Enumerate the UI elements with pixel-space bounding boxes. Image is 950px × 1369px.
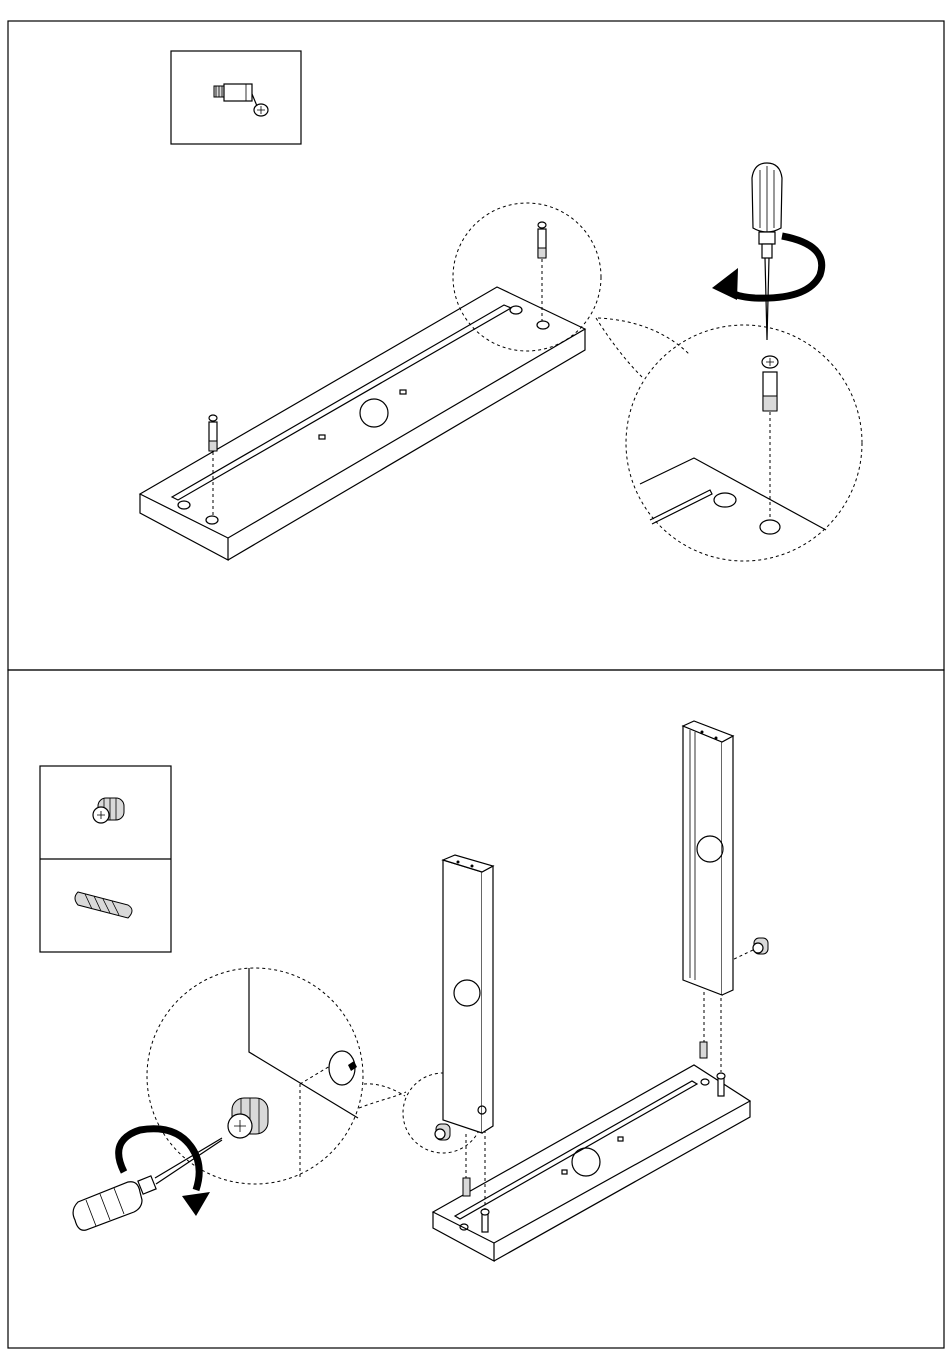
cam-lock-in-panel xyxy=(435,1124,450,1140)
parts-legend-top xyxy=(171,51,301,144)
detail-callout-cam-lock xyxy=(147,968,363,1184)
detail-callout-large xyxy=(626,325,862,561)
screwdriver-icon xyxy=(752,163,782,340)
cam-lock-icon xyxy=(93,798,124,823)
cam-bolt-right xyxy=(538,222,546,321)
cam-bolt-icon xyxy=(214,84,268,116)
dowel-left xyxy=(463,1134,470,1196)
dowel-right xyxy=(700,992,707,1058)
cam-lock-right xyxy=(732,938,768,960)
base-board xyxy=(140,287,585,560)
wooden-dowel-icon xyxy=(75,892,132,918)
upright-panel-left xyxy=(443,855,493,1133)
cam-bolt-left-bottom xyxy=(481,1118,489,1232)
parts-legend-bottom xyxy=(40,766,171,952)
cam-bolt-right-bottom xyxy=(717,992,725,1096)
upright-panel-right xyxy=(683,721,733,995)
